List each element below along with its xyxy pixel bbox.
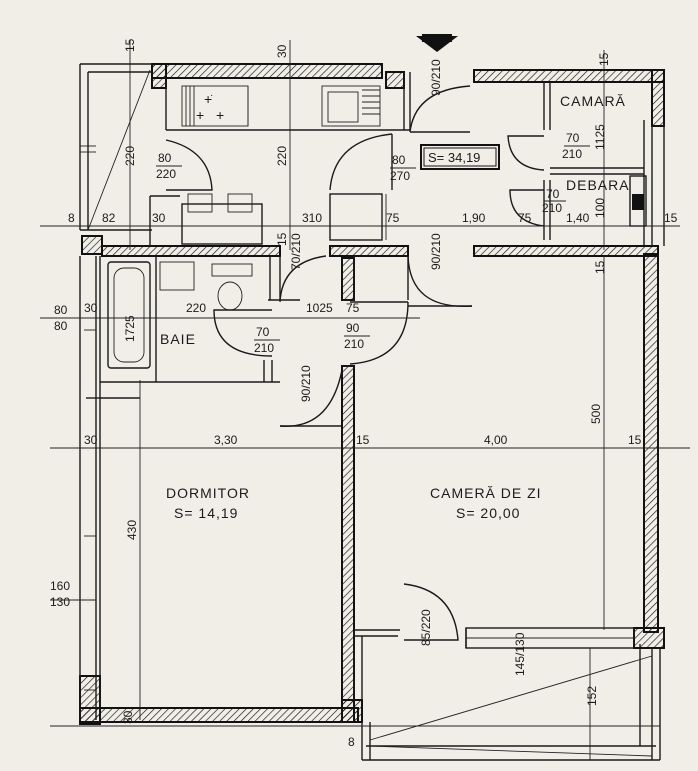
- dim-30-d: 30: [84, 433, 98, 447]
- wall-top-kitchen-corner: [151, 63, 167, 89]
- camera-de-zi-label: CAMERĂ DE ZI: [430, 485, 542, 501]
- baie-door-label: 70/210: [289, 233, 303, 270]
- svg-text:+: +: [216, 107, 224, 123]
- dim-152: 152: [585, 686, 599, 706]
- dim-220-kitchen: 220: [123, 146, 137, 166]
- left-lower-window-width: 160: [50, 579, 70, 593]
- dim-310: 310: [302, 211, 322, 225]
- hall-inner-door-height: 210: [344, 337, 364, 351]
- dim-75-c: 75: [346, 301, 360, 315]
- dim-100: 100: [593, 198, 607, 218]
- svg-text:·: ·: [210, 90, 213, 101]
- hall-area-label: S= 34,19: [428, 150, 480, 165]
- wall-partition: [341, 365, 355, 723]
- walls: [79, 63, 665, 725]
- kitchen-door-height: 220: [156, 167, 176, 181]
- dim-30-baie: 30: [84, 301, 98, 315]
- north-arrow-icon: [416, 34, 458, 52]
- camara-label: CAMARĂ: [560, 93, 626, 109]
- dimension-lines: [40, 40, 690, 760]
- dim-15-top: 15: [123, 38, 137, 52]
- dim-1025: 1025: [306, 301, 333, 315]
- svg-text:+: +: [196, 107, 204, 123]
- dimension-labels: 15 30 220 220 15 1125 100 8 82 30 310 75…: [68, 38, 678, 749]
- left-lower-window-height: 130: [50, 595, 70, 609]
- dim-30-e: 30: [121, 710, 135, 724]
- wall-partition-bottom: [341, 699, 363, 723]
- wall-mid-kitchen: [101, 245, 281, 257]
- dim-140: 1,40: [566, 211, 590, 225]
- dim-8-b: 8: [348, 735, 355, 749]
- dim-220-hall: 220: [275, 146, 289, 166]
- wall-mid-right: [473, 245, 659, 257]
- dim-400: 4,00: [484, 433, 508, 447]
- dim-30-top: 30: [275, 44, 289, 58]
- dim-220-baie: 220: [186, 301, 206, 315]
- dim-82: 82: [102, 211, 116, 225]
- dim-15-b: 15: [664, 211, 678, 225]
- kitchen-door-width: 80: [158, 151, 172, 165]
- left-upper-window-width: 80: [54, 303, 68, 317]
- dim-430: 430: [125, 520, 139, 540]
- debara-door-width: 70: [546, 187, 560, 201]
- dim-75-b: 75: [518, 211, 532, 225]
- dormitor-area: S= 14,19: [174, 505, 238, 521]
- hall-top-door-width: 80: [392, 153, 406, 167]
- baie-label: BAIE: [160, 331, 196, 347]
- balcony-window-label: 145/130: [513, 632, 527, 676]
- dormitor-label: DORMITOR: [166, 485, 250, 501]
- balcony-door-label: 85/220: [419, 609, 433, 646]
- hall-inner-door-width: 90: [346, 321, 360, 335]
- hall-top-door-height: 270: [390, 169, 410, 183]
- left-upper-window-height: 80: [54, 319, 68, 333]
- wall-top-kitchen-end: [385, 71, 405, 89]
- living-hall-door-label: 90/210: [429, 233, 443, 270]
- dim-15-d: 15: [593, 260, 607, 274]
- wc-door-width: 70: [256, 325, 270, 339]
- dim-75-a: 75: [386, 211, 400, 225]
- wall-mid-hall: [329, 245, 409, 257]
- dim-30-a: 30: [152, 211, 166, 225]
- wall-right-living: [643, 253, 659, 633]
- wall-top-kitchen: [151, 63, 383, 79]
- wall-balcony-pier: [633, 627, 665, 649]
- outlines: + + + ·: [79, 63, 665, 761]
- entrance-door-label: 90/210: [429, 59, 443, 96]
- wall-right-upper: [651, 69, 665, 127]
- wc-door-height: 210: [254, 341, 274, 355]
- dim-15-e: 15: [356, 433, 370, 447]
- dormitor-door-label: 90/210: [299, 365, 313, 402]
- dim-15-f: 15: [628, 433, 642, 447]
- area-box: [420, 144, 500, 170]
- door-swings: [165, 85, 545, 641]
- wall-partition-top: [341, 257, 355, 301]
- dim-1125: 1125: [593, 124, 607, 150]
- dim-190: 1,90: [462, 211, 486, 225]
- wall-top-right: [473, 69, 665, 83]
- dim-500: 500: [589, 404, 603, 424]
- dim-1725: 1725: [123, 315, 137, 342]
- svg-text:+: +: [204, 91, 212, 107]
- camera-de-zi-area: S= 20,00: [456, 505, 520, 521]
- debara-door-height: 210: [542, 201, 562, 215]
- camara-door-width: 70: [566, 131, 580, 145]
- camara-door-height: 210: [562, 147, 582, 161]
- dim-15-c: 15: [275, 232, 289, 246]
- dim-8: 8: [68, 211, 75, 225]
- dim-15-right: 15: [597, 52, 611, 66]
- debara-label: DEBARA: [566, 177, 630, 193]
- wall-mid-left: [81, 235, 103, 255]
- dim-330: 3,30: [214, 433, 238, 447]
- rotated-door-labels: 90/210 90/210 70/210 90/210 85/220 145/1…: [289, 59, 527, 676]
